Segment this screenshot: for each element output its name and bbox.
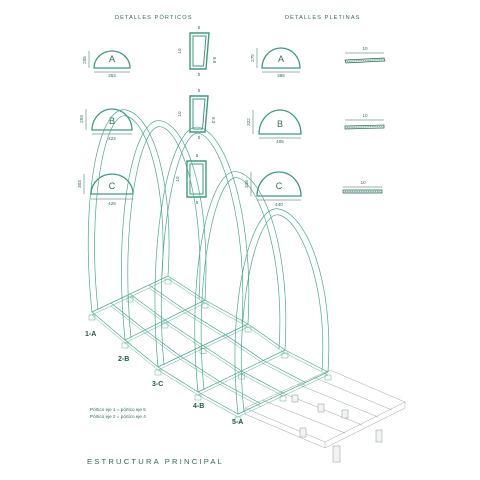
axis-label-5a: 5-A <box>232 419 243 426</box>
arc-width-label: 353 <box>108 73 116 78</box>
plate-width-label: 10 <box>360 180 366 185</box>
floor-foot <box>281 352 289 359</box>
arc-height-label: 322 <box>246 118 251 126</box>
portico-arc-detail-a: A 353 205 <box>82 50 131 78</box>
pletina-arc-detail-c: C 440 338 <box>244 171 302 207</box>
portico-profile-detail-c: 5 10 5 <box>175 153 207 205</box>
floor-foot <box>164 278 172 285</box>
arc-letter: A <box>278 54 284 64</box>
floor-foot <box>279 395 287 402</box>
arc-width-label: 440 <box>275 202 283 207</box>
pletina-arc-detail-b: B 405 322 <box>246 109 302 144</box>
axis-label-1a: 1-A <box>85 331 96 338</box>
profile-side-label: 10 <box>175 176 180 182</box>
arch-portico-inner <box>200 177 281 391</box>
profile-bottom-label: 5 <box>198 135 201 140</box>
profile-top-label: 5 <box>198 88 201 93</box>
floor-crossbeam <box>91 275 169 313</box>
floor-foot <box>194 394 202 401</box>
pletina-plate-detail-c: 10 <box>342 180 383 194</box>
arch-portico-outer <box>234 208 330 415</box>
portico-profile-detail-b: 5 10 9.3 5 <box>177 88 216 140</box>
profile-inner-label: 9.3 <box>211 117 216 124</box>
profile-side-label: 10 <box>177 48 182 54</box>
profile-top-label: 5 <box>198 25 201 30</box>
floor-crossbeam <box>157 323 249 368</box>
arch-portico-outer <box>154 126 250 368</box>
arc-width-label: 405 <box>276 139 284 144</box>
extension-platform <box>244 369 406 463</box>
axis-label-3c: 3-C <box>152 381 163 388</box>
section-title: ESTRUCTURA PRINCIPAL <box>87 457 224 466</box>
arc-width-label: 422 <box>108 136 116 141</box>
arc-width-label: 429 <box>108 201 116 206</box>
arch-portico-outer <box>194 171 287 393</box>
arc-width-label: 365 <box>277 73 285 78</box>
profile-bottom-label: 5 <box>198 72 201 77</box>
note-line-2: Pórtico eje 2 = pórtico eje 4 <box>90 414 146 419</box>
arc-letter: B <box>277 119 283 129</box>
porticos-detail-header: DETALLES PÓRTICOS <box>115 14 193 21</box>
arch-portico-outer <box>121 120 207 341</box>
arc-height-label: 275 <box>250 54 255 62</box>
arch-portico-inner <box>127 126 201 339</box>
floor-crossbeam <box>124 299 206 341</box>
floor-rail <box>91 311 239 415</box>
pletina-plate-detail-a: 10 <box>344 46 386 64</box>
arc-height-label: 303 <box>77 180 82 188</box>
portico-arc-detail-c: C 429 303 <box>77 173 134 206</box>
pletina-plate-detail-b: 10 <box>344 113 385 130</box>
isometric-structure <box>87 109 406 463</box>
floor-foot <box>199 348 207 354</box>
arc-letter: C <box>276 181 283 191</box>
arc-letter: C <box>109 181 116 191</box>
pletinas-detail-header: DETALLES PLETINAS <box>285 15 361 21</box>
floor-foot <box>324 374 332 381</box>
floor-foot <box>234 416 242 423</box>
arc-height-label: 293 <box>79 115 84 123</box>
plate-width-label: 10 <box>362 113 368 118</box>
floor-foot <box>88 314 96 321</box>
arch-portico-outer <box>87 109 170 313</box>
arc-height-label: 205 <box>82 56 87 64</box>
arch-portico-inner <box>240 214 324 413</box>
arch-portico-inner <box>94 115 164 311</box>
floor-foot <box>121 342 129 349</box>
pletina-arc-detail-a: A 365 275 <box>250 47 301 78</box>
profile-bottom-label: 5 <box>196 200 199 205</box>
arc-letter: A <box>109 54 115 64</box>
note-line-1: Pórtico eje 1 = pórtico eje 5 <box>90 407 146 412</box>
floor-foot <box>201 302 209 309</box>
axis-label-4b: 4-B <box>193 403 204 410</box>
portico-profile-detail-a: 5 10 9.8 5 <box>177 25 217 77</box>
axis-label-2b: 2-B <box>118 356 129 363</box>
profile-top-label: 5 <box>196 153 199 158</box>
plate-width-label: 10 <box>362 46 368 51</box>
profile-side-label: 10 <box>177 111 182 117</box>
floor-foot <box>154 369 162 376</box>
floor-crossbeam <box>237 371 329 415</box>
arc-letter: B <box>109 116 115 126</box>
profile-inner-label: 9.8 <box>212 57 217 64</box>
arch-porticos <box>87 109 330 415</box>
floor-foot <box>161 322 169 329</box>
portico-arc-detail-b: B 422 293 <box>79 108 133 141</box>
floor-foot <box>126 296 134 303</box>
floor-foot <box>244 326 252 333</box>
